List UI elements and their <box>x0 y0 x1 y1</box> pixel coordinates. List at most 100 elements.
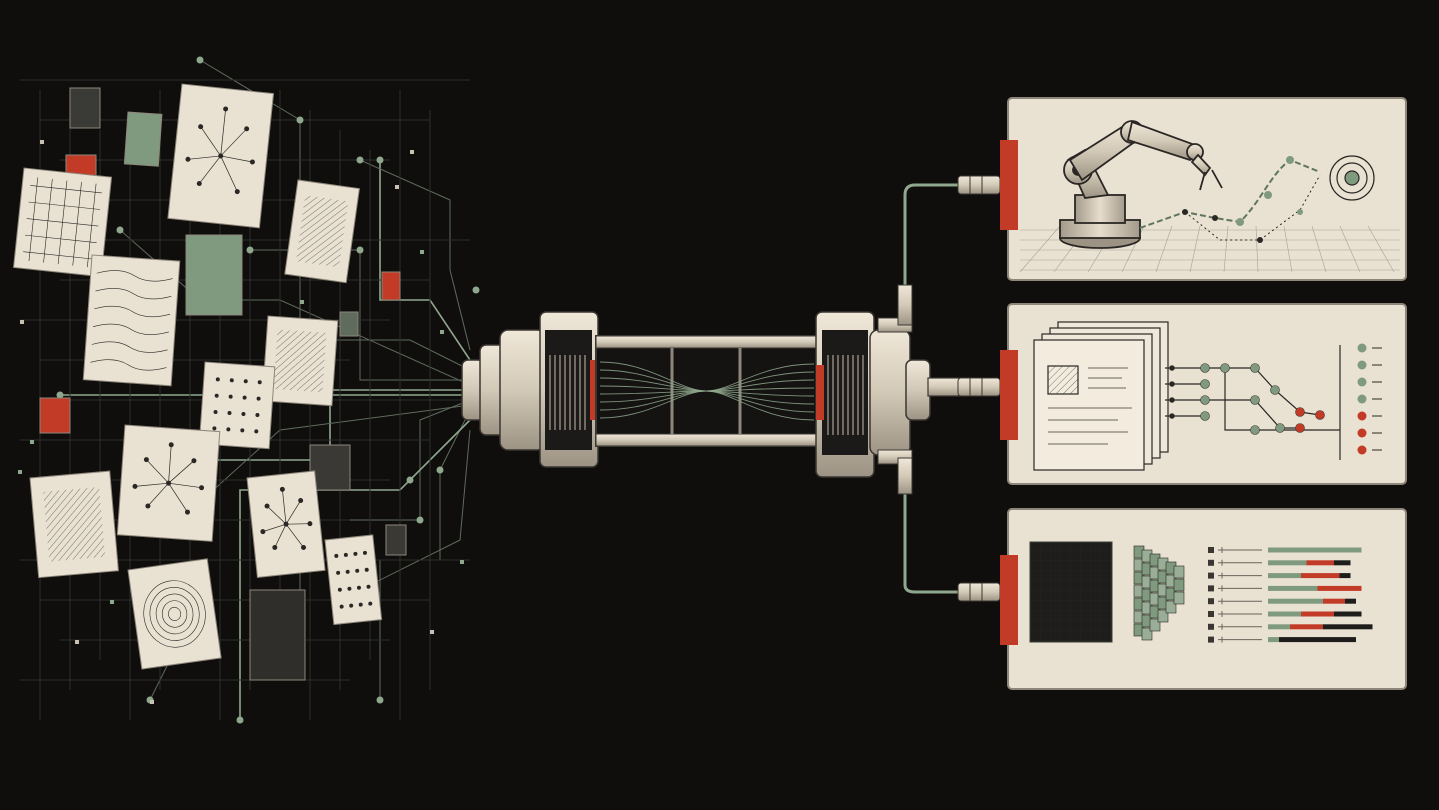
tile-dot <box>364 567 369 572</box>
circuit-node <box>236 716 244 724</box>
tile-edge <box>168 460 195 484</box>
bar-segment <box>1323 598 1345 604</box>
circuit-node <box>356 156 364 164</box>
tile-edge <box>220 155 238 192</box>
core-left-cap <box>461 311 599 468</box>
circuit-node <box>406 476 414 484</box>
tile-node <box>199 485 205 491</box>
voxel <box>1173 591 1185 605</box>
legend-dot <box>1357 394 1367 404</box>
tree-node <box>1169 381 1175 387</box>
tile-edge <box>187 155 221 160</box>
tile-dot <box>242 395 247 400</box>
tile-line <box>26 218 99 227</box>
data-tile <box>167 83 275 229</box>
circuit-node <box>472 286 480 294</box>
tree-node <box>1200 395 1210 405</box>
bar-segment <box>1345 598 1356 604</box>
bar-marker <box>1208 636 1214 643</box>
voxel-stack <box>1133 545 1185 641</box>
legend-dot <box>1357 360 1367 370</box>
tile-dot <box>336 570 341 575</box>
tile-node <box>132 483 138 489</box>
tile-edge <box>168 444 172 484</box>
tile-node <box>264 503 270 509</box>
tile-wave <box>95 288 172 300</box>
tree-node <box>1275 423 1285 433</box>
tile-wave <box>96 270 173 282</box>
data-tile <box>29 470 119 579</box>
tile-edge <box>220 128 247 157</box>
tile-dot <box>343 552 348 557</box>
data-tile <box>339 311 359 337</box>
tile-node <box>198 124 204 130</box>
tile-contour <box>161 600 188 628</box>
tile-edge <box>134 482 169 487</box>
data-tile-body <box>127 558 222 670</box>
tree-node <box>1169 413 1175 419</box>
bar-marker <box>1208 559 1214 566</box>
tile-edge <box>199 155 221 184</box>
tree-node <box>1315 410 1325 420</box>
tile-dot <box>255 412 260 417</box>
legend-dot <box>1357 377 1367 387</box>
data-tile-body <box>249 589 306 681</box>
bar-marker <box>1208 611 1214 617</box>
tile-edge <box>286 523 310 525</box>
circuit-dot <box>410 150 414 154</box>
tile-line <box>24 234 97 243</box>
data-tile <box>246 470 326 579</box>
core-signal-line <box>599 363 815 419</box>
circuit-wire <box>379 160 471 361</box>
circuit-dot <box>420 250 424 254</box>
tile-node <box>218 153 224 159</box>
tile-dot <box>256 396 261 401</box>
tile-dot <box>345 569 350 574</box>
legend-dot <box>1357 445 1367 455</box>
tree-node <box>1169 397 1175 403</box>
tile-dot <box>347 586 352 591</box>
bar-segment <box>1268 573 1301 579</box>
data-tile <box>284 179 360 284</box>
tile-dot <box>254 429 259 434</box>
data-tile <box>309 444 351 491</box>
tree-node <box>1200 363 1210 373</box>
voxel <box>1165 600 1177 614</box>
processor-core <box>461 311 979 478</box>
tile-edge <box>282 489 287 525</box>
tile-dot <box>212 426 217 431</box>
bar-marker <box>1208 547 1214 553</box>
bar-segment <box>1268 624 1290 630</box>
bar-marker <box>1208 585 1214 592</box>
tile-wave <box>92 323 169 335</box>
data-tile <box>127 558 222 670</box>
tree-node <box>1270 385 1280 395</box>
data-tile <box>12 167 113 278</box>
circuit-node <box>246 246 254 254</box>
circuit-node <box>196 56 204 64</box>
data-tile-body <box>39 397 71 434</box>
tile-edge <box>147 482 169 507</box>
tree-node <box>1295 423 1305 433</box>
tile-node <box>223 106 229 112</box>
tile-dot <box>334 553 339 558</box>
tile-dot <box>337 587 342 592</box>
voxel <box>1149 618 1161 632</box>
tile-dot <box>243 379 248 384</box>
tile-edge <box>146 459 169 484</box>
tile-node <box>307 521 313 527</box>
tile-line <box>23 251 95 260</box>
tile-dot <box>349 603 354 608</box>
tile-dot <box>358 602 363 607</box>
data-tile <box>198 361 276 450</box>
tile-edge <box>285 500 301 525</box>
data-tile-body <box>381 271 401 301</box>
bar-segment <box>1268 598 1323 604</box>
circuit-node <box>376 696 384 704</box>
circuit-dot <box>40 140 44 144</box>
tile-dot <box>214 393 219 398</box>
circuit-dot <box>430 630 434 634</box>
panel-connectors <box>957 175 1001 602</box>
tile-texture <box>273 329 327 393</box>
